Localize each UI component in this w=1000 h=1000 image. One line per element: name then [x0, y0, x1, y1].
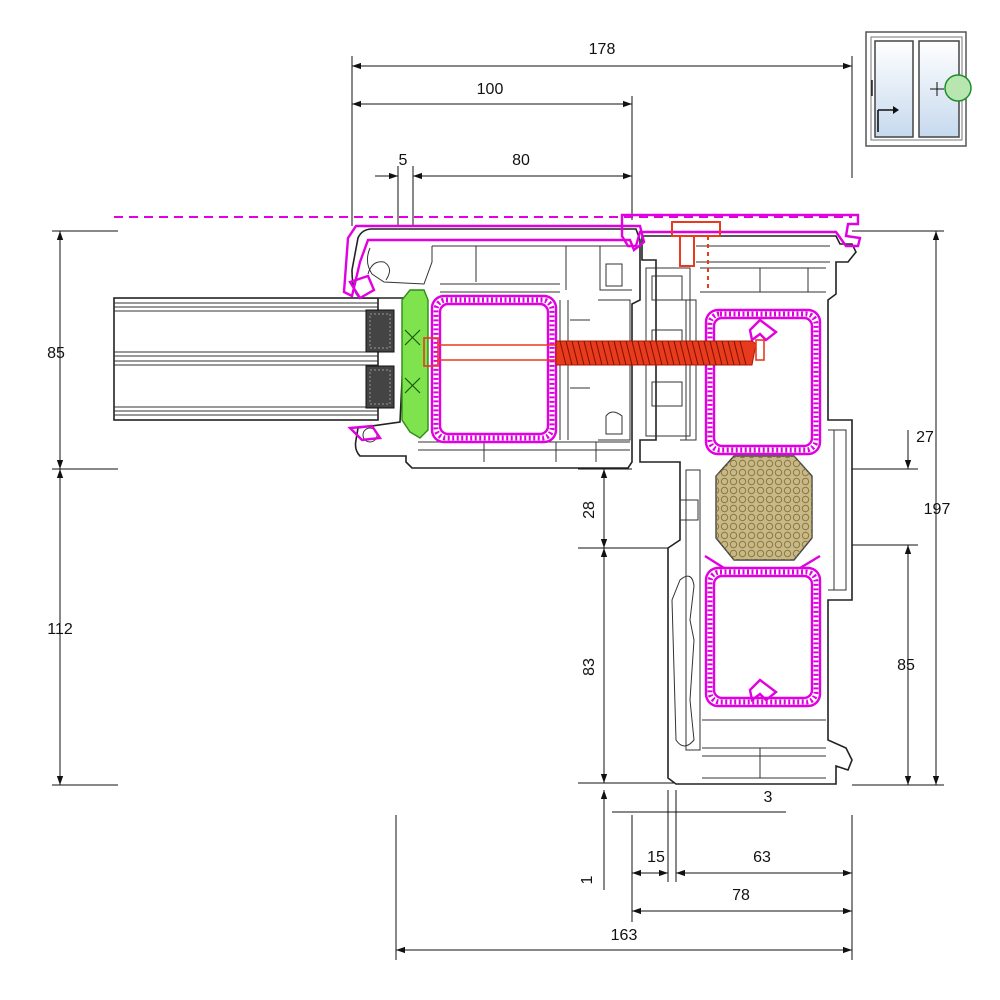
bottom-dimensions — [395, 790, 853, 960]
dim-left-112: 112 — [47, 621, 73, 638]
glazing-unit — [113, 297, 395, 421]
dim-80: 80 — [512, 152, 530, 169]
top-cover — [114, 213, 862, 298]
mid-dimensions — [578, 468, 680, 784]
window-thumbnail — [865, 31, 972, 147]
insulation-core — [715, 455, 813, 561]
fixing-screw — [423, 337, 765, 367]
dim-178: 178 — [589, 41, 616, 58]
left-dimensions — [52, 230, 118, 786]
sliding-door-icon — [871, 80, 944, 132]
dim-63: 63 — [753, 849, 771, 866]
dim-78: 78 — [732, 887, 750, 904]
top-dimensions — [351, 56, 853, 226]
dim-163: 163 — [611, 927, 638, 944]
dim-left-85: 85 — [47, 345, 65, 362]
dimension-labels: 178 100 5 80 85 112 28 83 27 197 85 3 15… — [47, 41, 950, 944]
frame-reinforcement — [704, 308, 822, 708]
dim-27: 27 — [916, 429, 934, 446]
dim-5: 5 — [399, 152, 408, 169]
right-dimensions — [852, 230, 944, 786]
position-marker — [944, 74, 972, 102]
dim-28: 28 — [581, 501, 598, 519]
dim-100: 100 — [477, 81, 504, 98]
gasket — [401, 289, 429, 439]
dim-83: 83 — [581, 658, 598, 676]
dim-197: 197 — [924, 501, 951, 518]
dim-right-85: 85 — [897, 657, 915, 674]
sash-reinforcement — [347, 274, 558, 444]
dim-15: 15 — [647, 849, 665, 866]
dim-1: 1 — [579, 875, 596, 884]
dim-3: 3 — [764, 789, 773, 806]
